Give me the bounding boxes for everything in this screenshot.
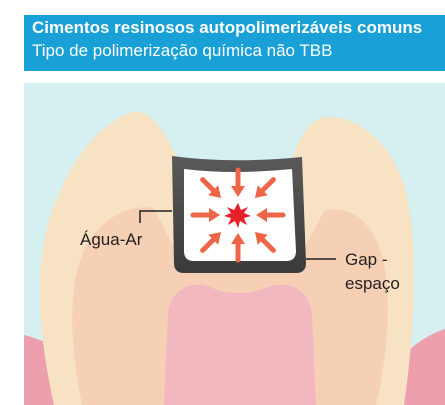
header-banner: Cimentos resinosos autopolimerizáveis co… — [24, 15, 445, 71]
header-subtitle: Tipo de polimerização química não TBB — [32, 39, 445, 63]
diagram-stage: Água-Ar Gap - espaço — [24, 83, 445, 405]
header-title: Cimentos resinosos autopolimerizáveis co… — [32, 17, 445, 39]
tooth-pulp — [164, 285, 316, 405]
air-water-label: Água-Ar — [80, 230, 143, 249]
cement-diagram: Água-Ar Gap - espaço — [24, 83, 445, 405]
gap-label-line2: espaço — [345, 274, 400, 293]
gap-label-line1: Gap - — [345, 250, 388, 269]
